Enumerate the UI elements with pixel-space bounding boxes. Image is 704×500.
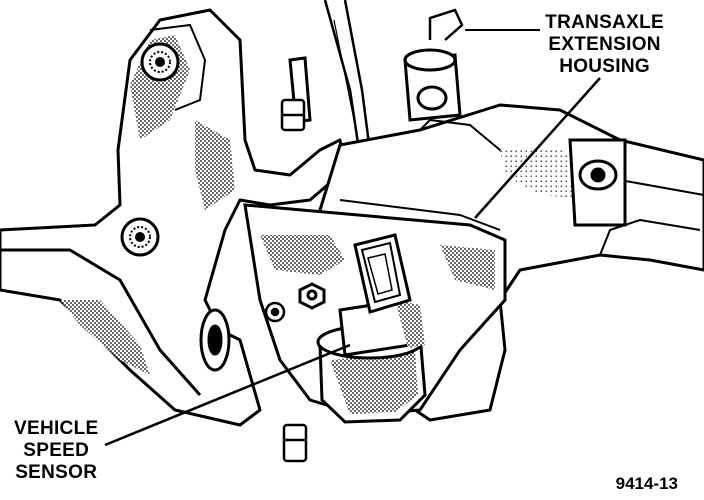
- label-transaxle-extension-housing: TRANSAXLE EXTENSION HOUSING: [545, 12, 664, 78]
- leader-line-sensor: [104, 343, 351, 447]
- leader-line-housing: [474, 77, 601, 219]
- flange-bolt-left: [264, 301, 286, 323]
- small-bolt-top: [280, 98, 306, 132]
- label-line: VEHICLE: [14, 418, 99, 439]
- case-bolt-hole-upper: [140, 42, 180, 82]
- label-line: EXTENSION: [548, 34, 661, 55]
- case-shading-mid: [195, 120, 235, 210]
- label-line: SENSOR: [15, 462, 98, 483]
- flange-shading: [260, 235, 345, 275]
- label-vehicle-speed-sensor: VEHICLE SPEED SENSOR: [14, 418, 98, 484]
- case-bolt-hole-lower: [120, 217, 160, 257]
- case-stud-left: [199, 308, 231, 372]
- housing-boss-right: [568, 138, 627, 227]
- sensor-retaining-bolt: [298, 282, 326, 310]
- case-shading-lower: [60, 300, 150, 375]
- hook-wire: [428, 8, 464, 41]
- bolt-bottom: [282, 423, 308, 463]
- flange-shading-right: [440, 245, 495, 290]
- label-line: TRANSAXLE: [545, 12, 664, 33]
- sensor-connector: [353, 233, 412, 314]
- label-line: HOUSING: [559, 56, 650, 77]
- figure-number: 9414-13: [615, 474, 678, 493]
- label-line: SPEED: [23, 440, 90, 461]
- housing-boss: [403, 48, 462, 122]
- vehicle-speed-sensor: [316, 298, 427, 424]
